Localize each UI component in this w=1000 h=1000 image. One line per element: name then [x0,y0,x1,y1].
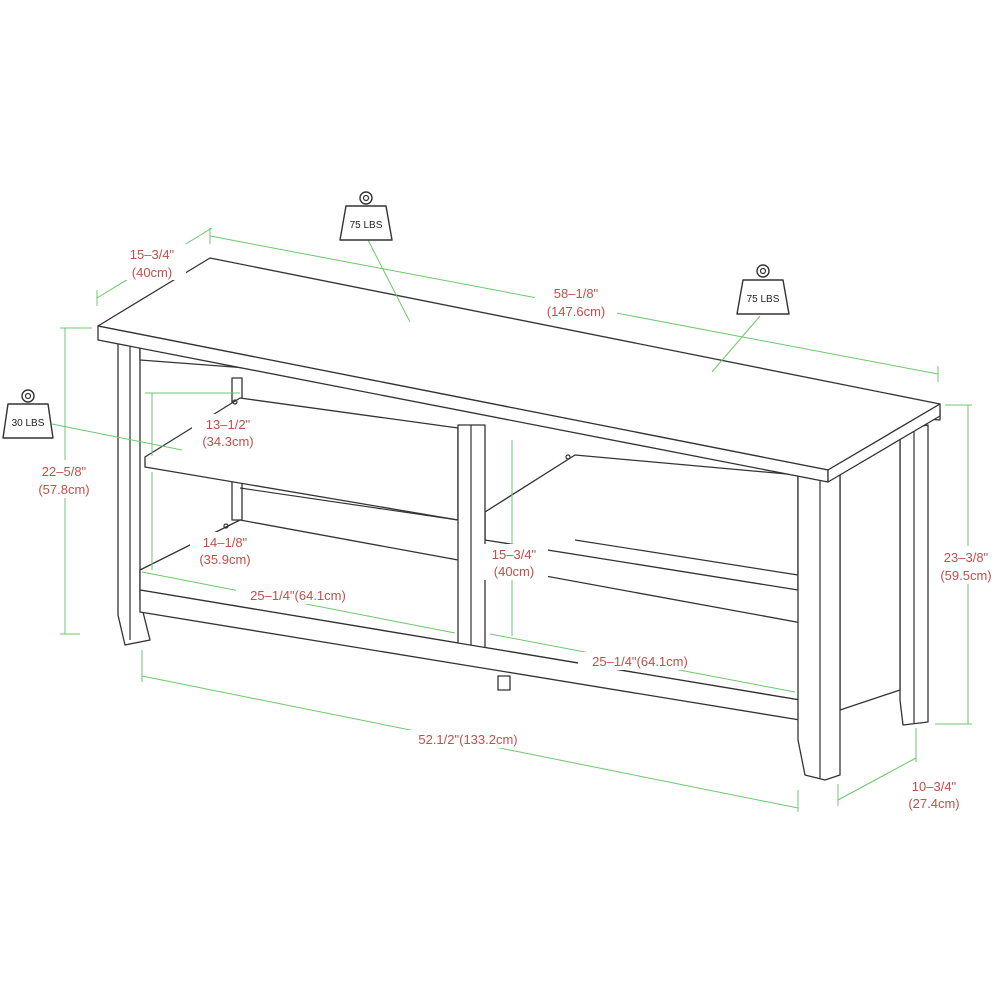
lower-shelf-height-cm: (35.9cm) [199,552,250,567]
lower-shelf-height-inches: 14–1/8" [203,535,248,550]
width-top-cm: (147.6cm) [547,304,606,319]
height-left-cm: (57.8cm) [38,482,89,497]
depth-top-cm: (40cm) [132,265,172,280]
weight-top-right: 75 LBS [736,264,790,315]
weight-shelf-label: 30 LBS [12,418,45,429]
weight-shelf: 30 LBS [2,389,54,439]
right-shelf-height-cm: (40cm) [494,564,534,579]
height-left-inches: 22–5/8" [42,464,87,479]
left-bay-width: 25–1/4"(64.1cm) [250,588,346,603]
weight-top-left: 75 LBS [339,191,393,241]
right-shelf-height-inches: 15–3/4" [492,547,537,562]
weight-icon [2,389,54,439]
weight-icon [736,264,790,315]
height-right-cm: (59.5cm) [940,568,991,583]
right-bay-width: 25–1/4"(64.1cm) [592,654,688,669]
right-front-leg [797,461,841,781]
upper-shelf-height-cm: (34.3cm) [202,434,253,449]
depth-top-inches: 15–3/4" [130,247,175,262]
base-width: 52.1/2"(133.2cm) [418,732,517,747]
leg-depth-inches: 10–3/4" [912,779,957,794]
upper-shelf-height-inches: 13–1/2" [206,417,251,432]
weight-icon [339,191,393,241]
center-foot [497,675,511,691]
weight-top-right-label: 75 LBS [747,294,780,305]
tv-stand-drawing [97,257,941,781]
top-side-edge [827,403,941,483]
dimension-labels: 15–3/4" (40cm) 58–1/8" (147.6cm) 22–5/8"… [28,244,1000,812]
width-top-inches: 58–1/8" [554,286,599,301]
weight-top-left-label: 75 LBS [350,220,383,231]
leg-depth-cm: (27.4cm) [908,796,959,811]
right-side-panel [839,434,901,711]
upper-left-shelf [144,397,459,521]
height-right-inches: 23–3/8" [944,550,989,565]
